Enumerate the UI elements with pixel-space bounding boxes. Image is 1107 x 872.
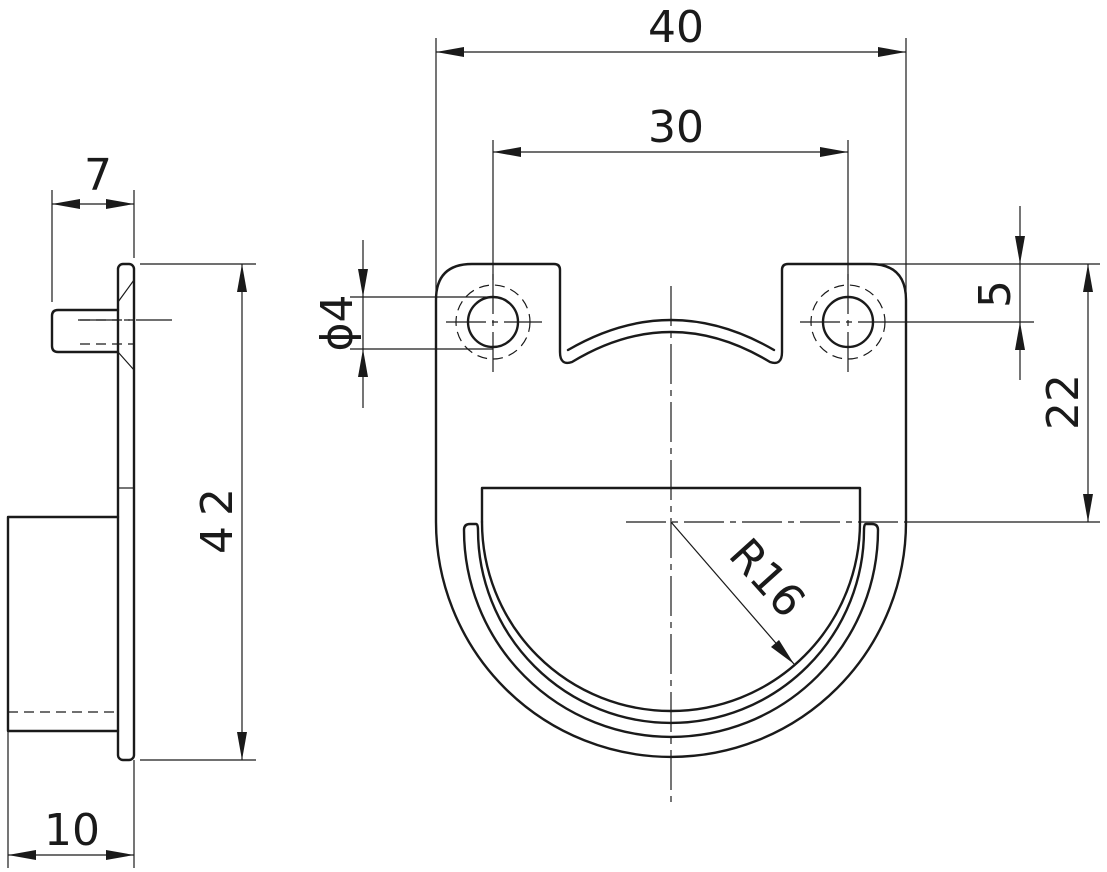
front-ring-rim <box>462 522 880 739</box>
dim-10-label: 10 <box>44 805 100 856</box>
front-dimensions: 40 30 ϕ4 5 22 R16 <box>312 2 1100 665</box>
dim-10-arrow-left <box>8 850 36 860</box>
dim-22-arrow-top <box>1083 264 1093 292</box>
side-dimensions: 7 10 42 <box>7 150 256 868</box>
side-flange-plate <box>116 262 136 762</box>
dim-30-extension <box>492 140 849 280</box>
dim-22-label: 22 <box>1038 374 1089 430</box>
dim-7-arrow-right <box>106 199 134 209</box>
dim-7-extension <box>51 190 135 302</box>
side-mounting-pin <box>50 308 120 354</box>
dim-40-extension <box>435 38 907 300</box>
dim-22-extension <box>906 263 1100 523</box>
side-body-block <box>6 515 120 733</box>
dim-phi4-extension <box>350 296 493 350</box>
dim-40-arrow-right <box>878 47 906 57</box>
side-view <box>6 262 172 762</box>
dim-42-extension <box>140 263 256 761</box>
dim-40-arrow-left <box>436 47 464 57</box>
dim-5-label: 5 <box>970 280 1021 308</box>
front-outer-contour <box>434 262 908 759</box>
dim-5-extension <box>870 263 1034 323</box>
dim-30-arrow-right <box>820 147 848 157</box>
dim-42-arrow-bottom <box>237 732 247 760</box>
dim-10-arrow-right <box>106 850 134 860</box>
front-view <box>434 262 908 804</box>
dim-30-arrow-left <box>493 147 521 157</box>
dim-5-arrow-top <box>1015 236 1025 264</box>
dim-r16-leader <box>670 521 795 665</box>
dim-42-label: 42 <box>192 478 243 554</box>
dim-40-label: 40 <box>648 2 704 53</box>
dim-10-extension <box>7 731 135 868</box>
dim-5-arrow-bottom <box>1015 322 1025 350</box>
dim-r16-label: R16 <box>719 529 815 627</box>
dim-7-arrow-left <box>52 199 80 209</box>
dim-42-arrow-top <box>237 264 247 292</box>
dim-r16-arrow <box>771 640 794 664</box>
dim-7-label: 7 <box>84 150 112 201</box>
dim-22-arrow-bottom <box>1083 494 1093 522</box>
dim-phi4-label: ϕ4 <box>312 294 363 351</box>
side-hidden-hole <box>80 319 134 345</box>
dim-phi4-arrow-bottom <box>358 349 368 377</box>
dim-30-label: 30 <box>648 102 704 153</box>
side-countersink <box>117 279 135 371</box>
dim-phi4-arrow-top <box>358 269 368 297</box>
